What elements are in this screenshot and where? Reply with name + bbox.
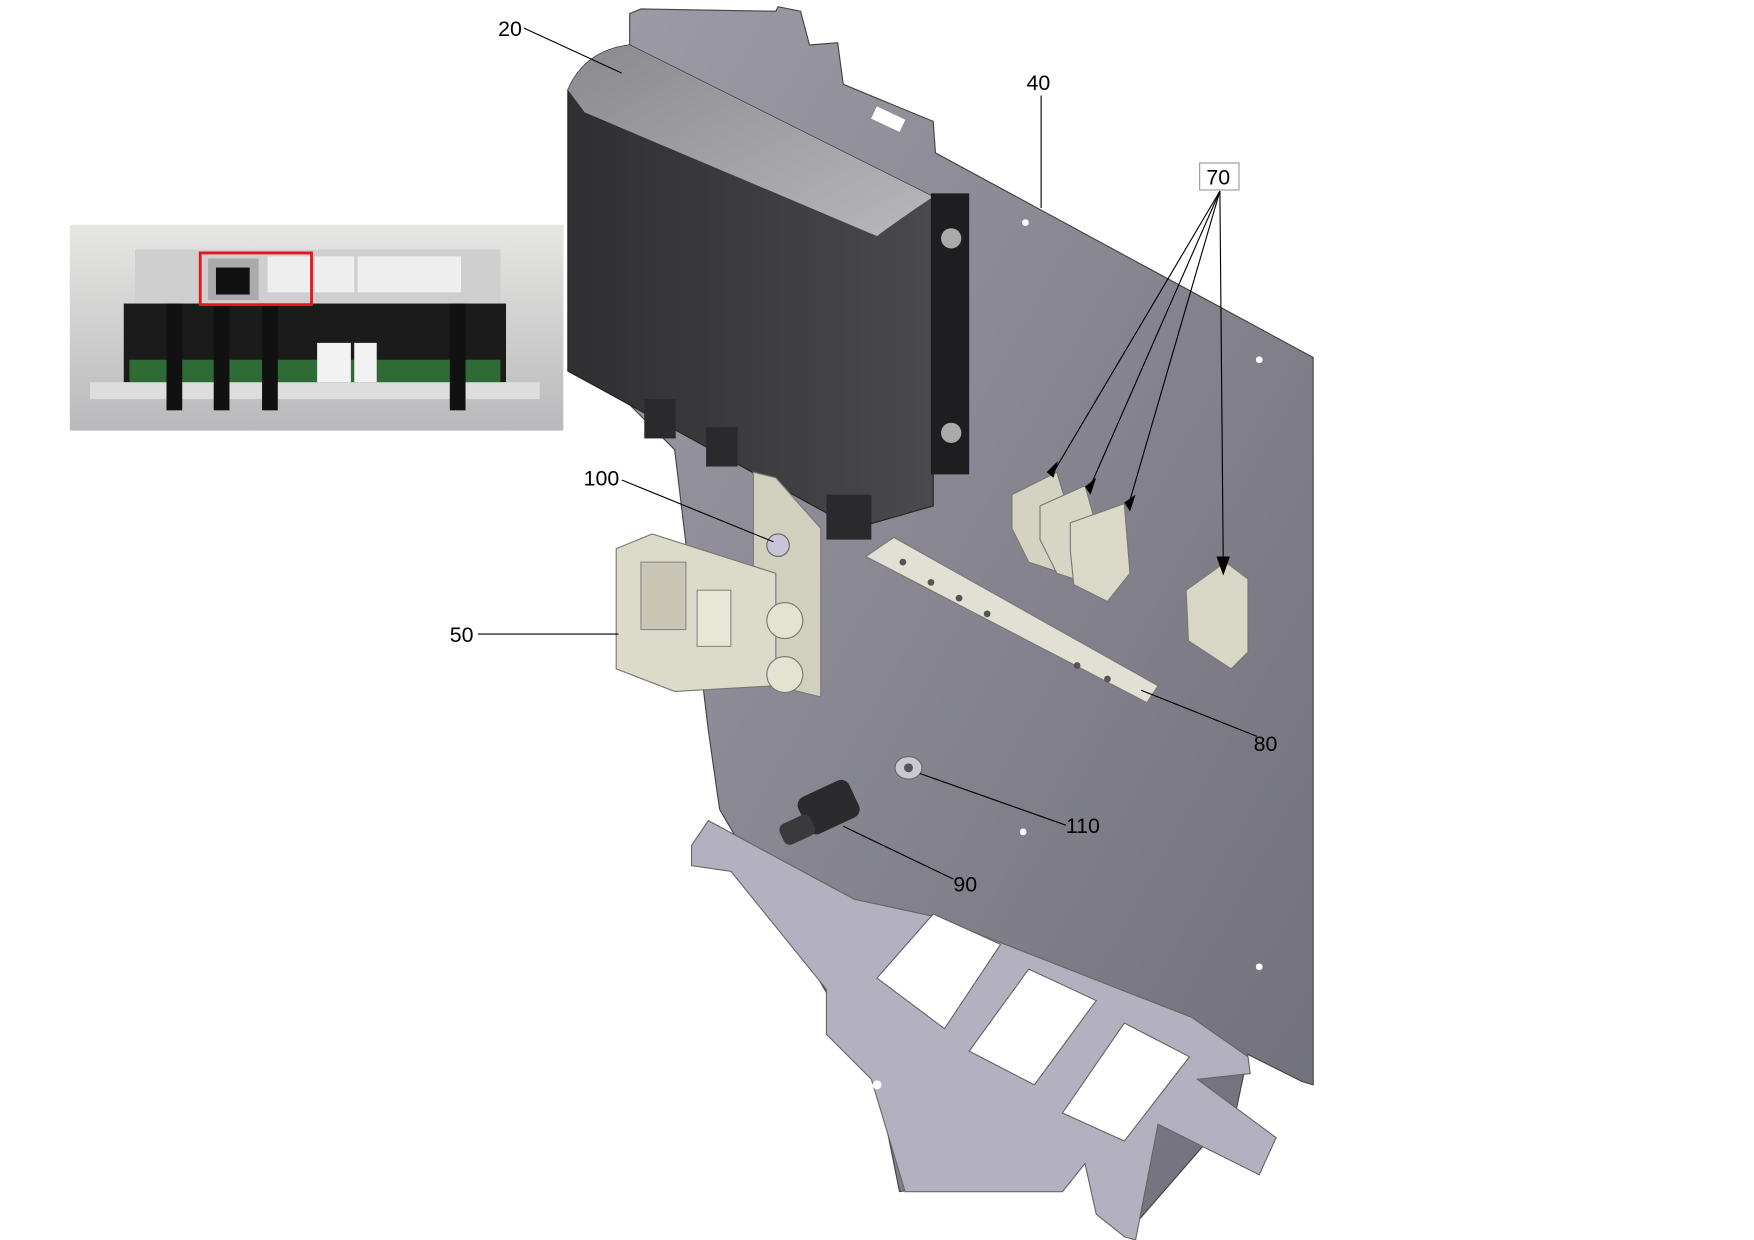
- leader-lines: [477, 27, 1258, 880]
- callout-80: 80: [1254, 732, 1278, 756]
- callout-70-box: [1199, 162, 1240, 191]
- callout-70: 70: [1206, 165, 1230, 189]
- callout-50: 50: [450, 623, 474, 647]
- lower-bracket: [690, 819, 1277, 1240]
- screw-100: [766, 533, 790, 558]
- standoff-and-washer: [779, 756, 923, 845]
- callout-110: 110: [1066, 814, 1100, 838]
- fuse-holders: [1011, 471, 1249, 670]
- callout-90: 90: [953, 872, 977, 896]
- bus-strip: [864, 536, 1159, 704]
- callout-40: 40: [1027, 71, 1051, 95]
- callout-labels: 20 40 70 100 50 80 110 90: [450, 17, 1278, 897]
- highlight-box: [198, 251, 313, 307]
- callout-20: 20: [498, 17, 522, 41]
- callout-100: 100: [584, 467, 620, 491]
- motor-controller: [567, 44, 970, 540]
- connector-assembly: [615, 471, 822, 698]
- controller-photo-inset: [69, 224, 564, 431]
